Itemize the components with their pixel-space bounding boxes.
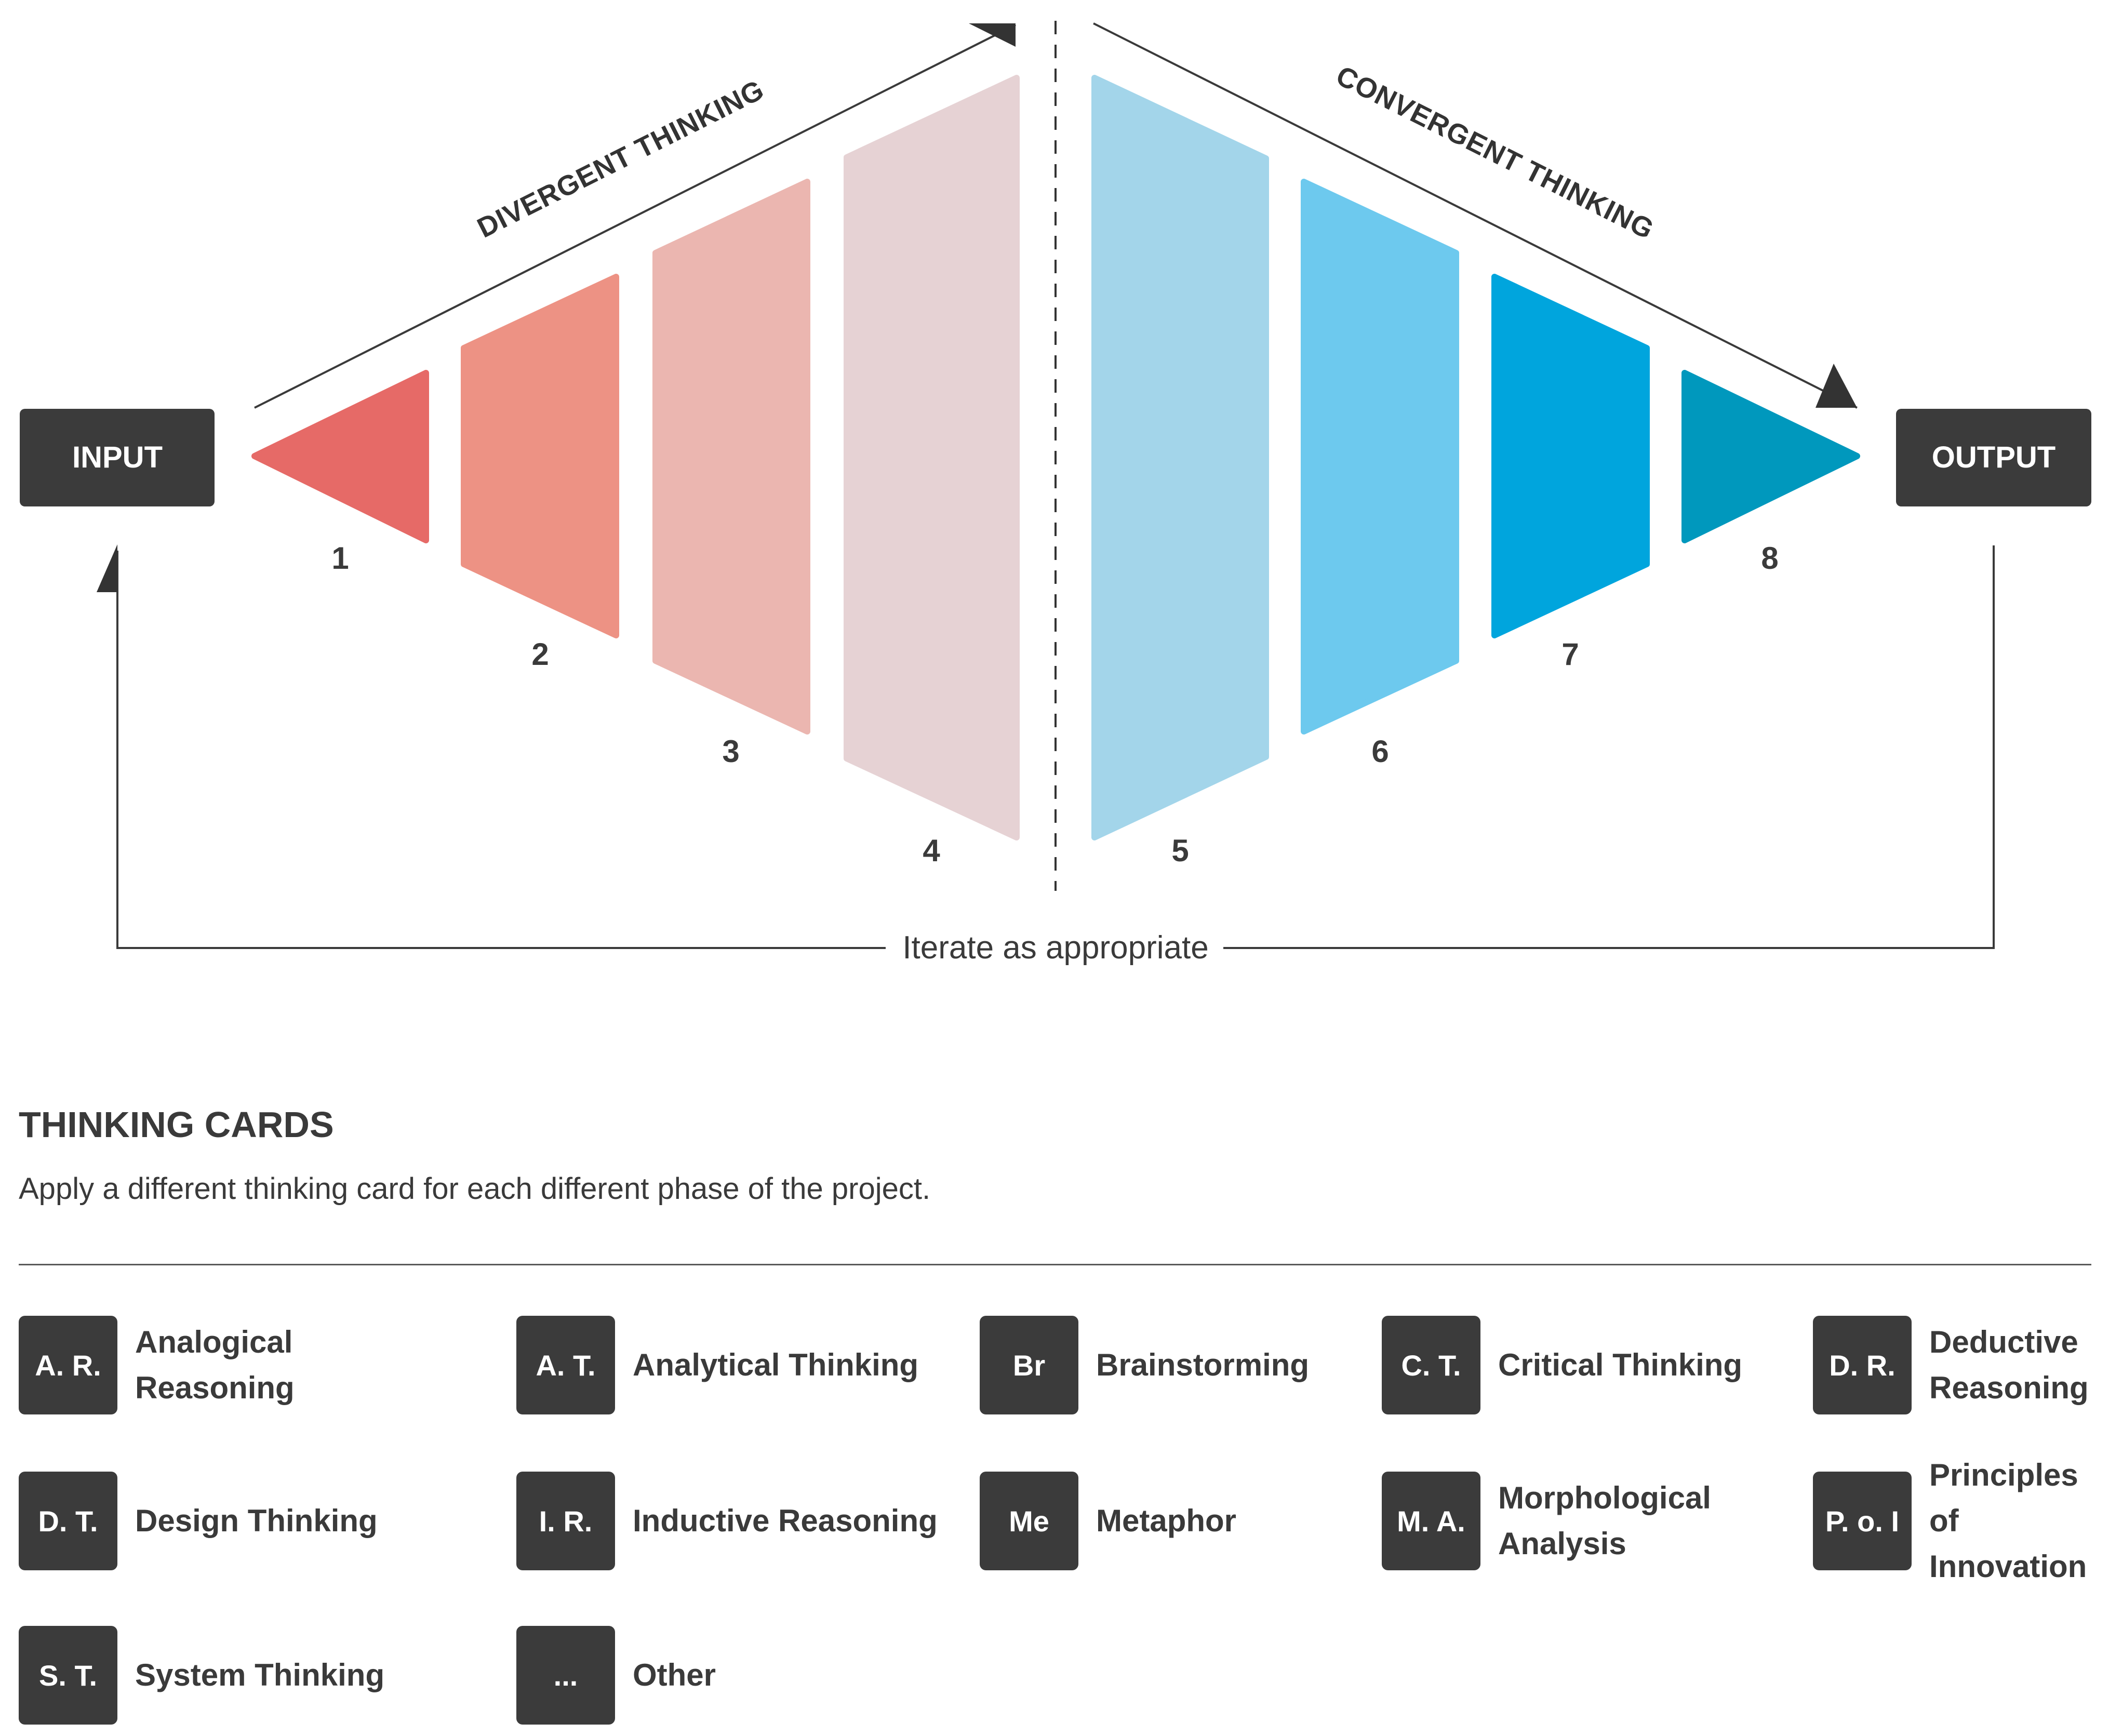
card-other: ... Other <box>516 1626 924 1725</box>
phase-1-shape <box>251 370 429 543</box>
phase-3-shape <box>652 179 810 735</box>
phase-2-shape <box>461 274 619 638</box>
card-analytical-thinking: A. T. Analytical Thinking <box>516 1316 924 1414</box>
card-label: Design Thinking <box>135 1503 378 1538</box>
card-design-thinking: D. T. Design Thinking <box>19 1472 426 1570</box>
thinking-cards-title: THINKING CARDS <box>19 1104 334 1145</box>
divergent-arrowhead <box>969 23 1016 47</box>
phase-8-number: 8 <box>1761 541 1778 576</box>
card-system-thinking: S. T. System Thinking <box>19 1626 426 1725</box>
card-badge: S. T. <box>19 1626 117 1725</box>
card-badge: Me <box>980 1472 1078 1570</box>
phase-2-number: 2 <box>531 637 549 672</box>
thinking-process-diagram: 1 2 3 4 5 6 7 8 DIVERGENT THINKING CONVE… <box>20 21 2091 966</box>
output-box: OUTPUT <box>1896 409 2091 506</box>
card-badge: C. T. <box>1382 1316 1480 1414</box>
phase-5-number: 5 <box>1171 833 1189 868</box>
card-inductive-reasoning: I. R. Inductive Reasoning <box>516 1472 944 1570</box>
card-label: Deductive Reasoning <box>1929 1325 2089 1405</box>
card-badge: D. R. <box>1813 1316 1912 1414</box>
iterate-loop-line-right <box>1223 545 1995 949</box>
section-divider <box>19 1264 2091 1265</box>
phase-4-number: 4 <box>923 833 940 868</box>
card-badge: D. T. <box>19 1472 117 1570</box>
card-label: Morphological Analysis <box>1498 1480 1711 1561</box>
phase-6-shape <box>1301 179 1459 735</box>
card-label: System Thinking <box>135 1658 385 1692</box>
phase-4-shape <box>844 75 1020 840</box>
iterate-arrowhead <box>97 544 117 592</box>
card-label: Inductive Reasoning <box>633 1503 938 1538</box>
card-label: Brainstorming <box>1096 1347 1310 1382</box>
convergent-arrow-line <box>1093 22 1858 409</box>
card-badge: I. R. <box>516 1472 615 1570</box>
phase-7-number: 7 <box>1561 637 1579 672</box>
card-label: Other <box>633 1658 716 1692</box>
card-badge: P. o. I <box>1813 1472 1912 1570</box>
card-label: Analytical Thinking <box>633 1347 919 1382</box>
phase-8-shape <box>1681 370 1860 543</box>
card-critical-thinking: C. T. Critical Thinking <box>1382 1316 1768 1414</box>
iterate-loop-line-left <box>116 551 886 949</box>
card-badge: M. A. <box>1382 1472 1480 1570</box>
input-box: INPUT <box>20 409 215 506</box>
input-label: INPUT <box>72 440 163 474</box>
card-analogical-reasoning: A. R. Analogical Reasoning <box>19 1316 426 1414</box>
card-label: Analogical Reasoning <box>135 1325 295 1405</box>
divergent-arrow-line <box>254 24 1016 409</box>
phase-5-shape <box>1091 75 1269 840</box>
card-badge: ... <box>516 1626 615 1725</box>
card-label: Metaphor <box>1096 1503 1236 1538</box>
card-deductive-reasoning: D. R. Deductive Reasoning <box>1813 1316 2089 1414</box>
iterate-label: Iterate as appropriate <box>902 930 1208 966</box>
card-brainstorming: Br Brainstorming <box>980 1316 1356 1414</box>
card-label: Critical Thinking <box>1498 1347 1743 1382</box>
phase-1-number: 1 <box>331 541 349 576</box>
phase-6-number: 6 <box>1371 734 1389 769</box>
phase-7-shape <box>1491 274 1650 638</box>
card-badge: Br <box>980 1316 1078 1414</box>
card-metaphor: Me Metaphor <box>980 1472 1356 1570</box>
card-morphological-analysis: M. A. Morphological Analysis <box>1382 1472 1711 1570</box>
card-principles-of-innovation: P. o. I Principles of Innovation <box>1813 1458 2101 1584</box>
thinking-cards-subtitle: Apply a different thinking card for each… <box>19 1172 931 1206</box>
card-badge: A. R. <box>19 1316 117 1414</box>
phase-3-number: 3 <box>722 734 739 769</box>
output-label: OUTPUT <box>1932 440 2055 474</box>
card-badge: A. T. <box>516 1316 615 1414</box>
convergent-arrowhead <box>1816 364 1857 408</box>
thinking-cards-section: THINKING CARDS Apply a different thinkin… <box>19 1104 2091 1725</box>
card-label: Principles of Innovation <box>1929 1458 2087 1584</box>
